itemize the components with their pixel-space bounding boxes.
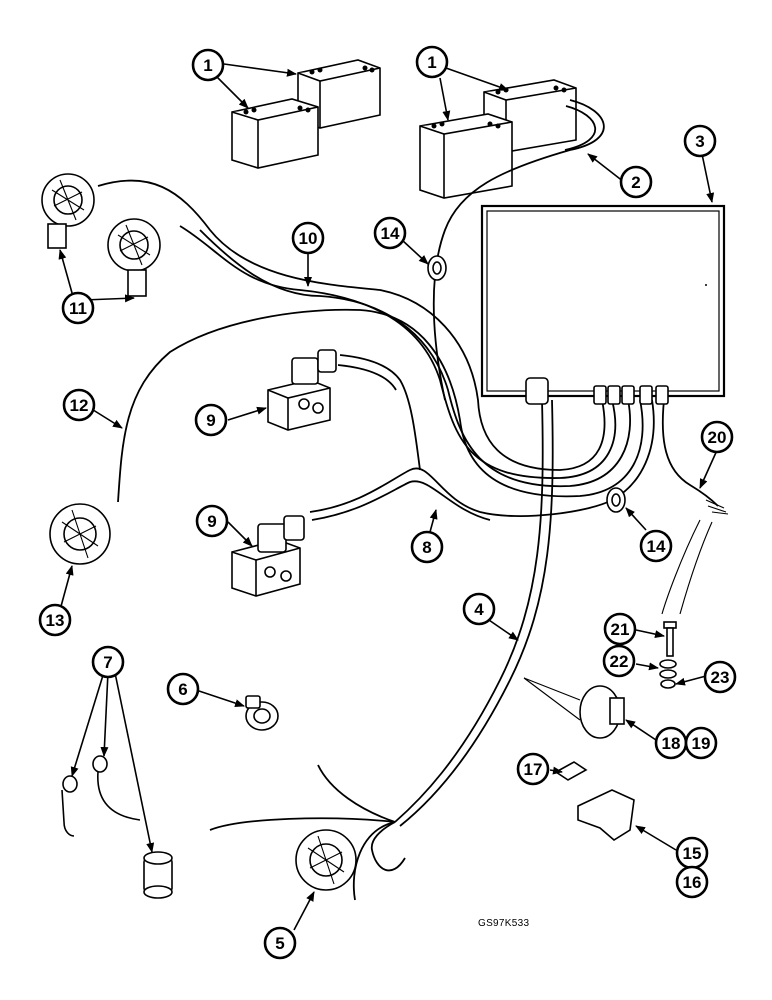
callout-7: 7 (91, 645, 125, 679)
horn-upper-left (41, 173, 95, 249)
callout-20: 20 (700, 420, 734, 454)
svg-text:18: 18 (662, 734, 681, 753)
solenoid-lower (231, 515, 305, 597)
svg-text:1: 1 (203, 56, 212, 75)
bolt (663, 621, 677, 657)
callout-5: 5 (263, 926, 297, 960)
callout-4: 4 (462, 592, 496, 626)
battery-pair-left (231, 59, 381, 169)
svg-text:7: 7 (103, 653, 112, 672)
svg-text:11: 11 (69, 299, 87, 318)
callout-1-left: 1 (191, 48, 225, 82)
callout-23: 23 (703, 660, 737, 694)
switch (245, 695, 279, 731)
panel-connectors (525, 377, 669, 405)
cable-strap (523, 677, 625, 739)
svg-text:5: 5 (275, 934, 284, 953)
callout-9-upper: 9 (194, 403, 228, 437)
svg-text:4: 4 (474, 600, 484, 619)
svg-text:14: 14 (647, 537, 666, 556)
callout-22: 22 (602, 644, 636, 678)
svg-text:1: 1 (427, 53, 436, 72)
callout-12: 12 (62, 388, 96, 422)
svg-text:15: 15 (683, 844, 702, 863)
callout-19: 19 (684, 726, 718, 760)
cables (97, 99, 729, 901)
callout-14-lower: 14 (639, 529, 673, 563)
solenoid-upper (267, 349, 337, 431)
callout-2: 2 (619, 165, 653, 199)
battery-pair-right (419, 79, 577, 199)
svg-text:2: 2 (631, 173, 640, 192)
horn-upper-middle (107, 218, 161, 297)
callout-15: 15 (675, 836, 709, 870)
callout-16: 16 (675, 865, 709, 899)
callout-17: 17 (516, 752, 550, 786)
washers (659, 659, 677, 689)
callout-6: 6 (166, 672, 200, 706)
svg-text:13: 13 (46, 611, 65, 630)
svg-text:23: 23 (711, 668, 730, 687)
svg-text:3: 3 (695, 132, 704, 151)
svg-text:6: 6 (178, 680, 187, 699)
bracket (577, 789, 635, 841)
horn-bottom (295, 829, 357, 891)
svg-text:10: 10 (299, 229, 318, 248)
callout-11: 11 (61, 291, 95, 325)
callout-1-right: 1 (415, 45, 449, 79)
callout-14-upper: 14 (373, 216, 407, 250)
svg-text:22: 22 (610, 652, 629, 671)
callout-9-lower: 9 (195, 504, 229, 538)
svg-text:9: 9 (207, 512, 216, 531)
svg-text:8: 8 (422, 538, 431, 557)
electrical-panel-box (480, 204, 726, 398)
callout-3: 3 (683, 124, 717, 158)
svg-text:9: 9 (206, 411, 215, 430)
svg-text:17: 17 (524, 760, 543, 779)
horn-left (49, 503, 111, 565)
leader-lines (58, 63, 719, 931)
grommet-lower (606, 487, 626, 513)
svg-text:21: 21 (611, 620, 630, 639)
component-group-7 (61, 755, 173, 899)
svg-text:12: 12 (70, 396, 89, 415)
callout-10: 10 (291, 221, 325, 255)
callout-8: 8 (410, 530, 444, 564)
figure-code: GS97K533 (478, 918, 530, 929)
callout-18: 18 (654, 726, 688, 760)
callout-21: 21 (603, 612, 637, 646)
grommet-upper (427, 255, 447, 281)
callout-13: 13 (38, 603, 72, 637)
svg-text:16: 16 (683, 873, 702, 892)
svg-text:14: 14 (381, 224, 400, 243)
clip (554, 761, 588, 781)
svg-text:20: 20 (708, 428, 727, 447)
svg-text:19: 19 (692, 734, 711, 753)
